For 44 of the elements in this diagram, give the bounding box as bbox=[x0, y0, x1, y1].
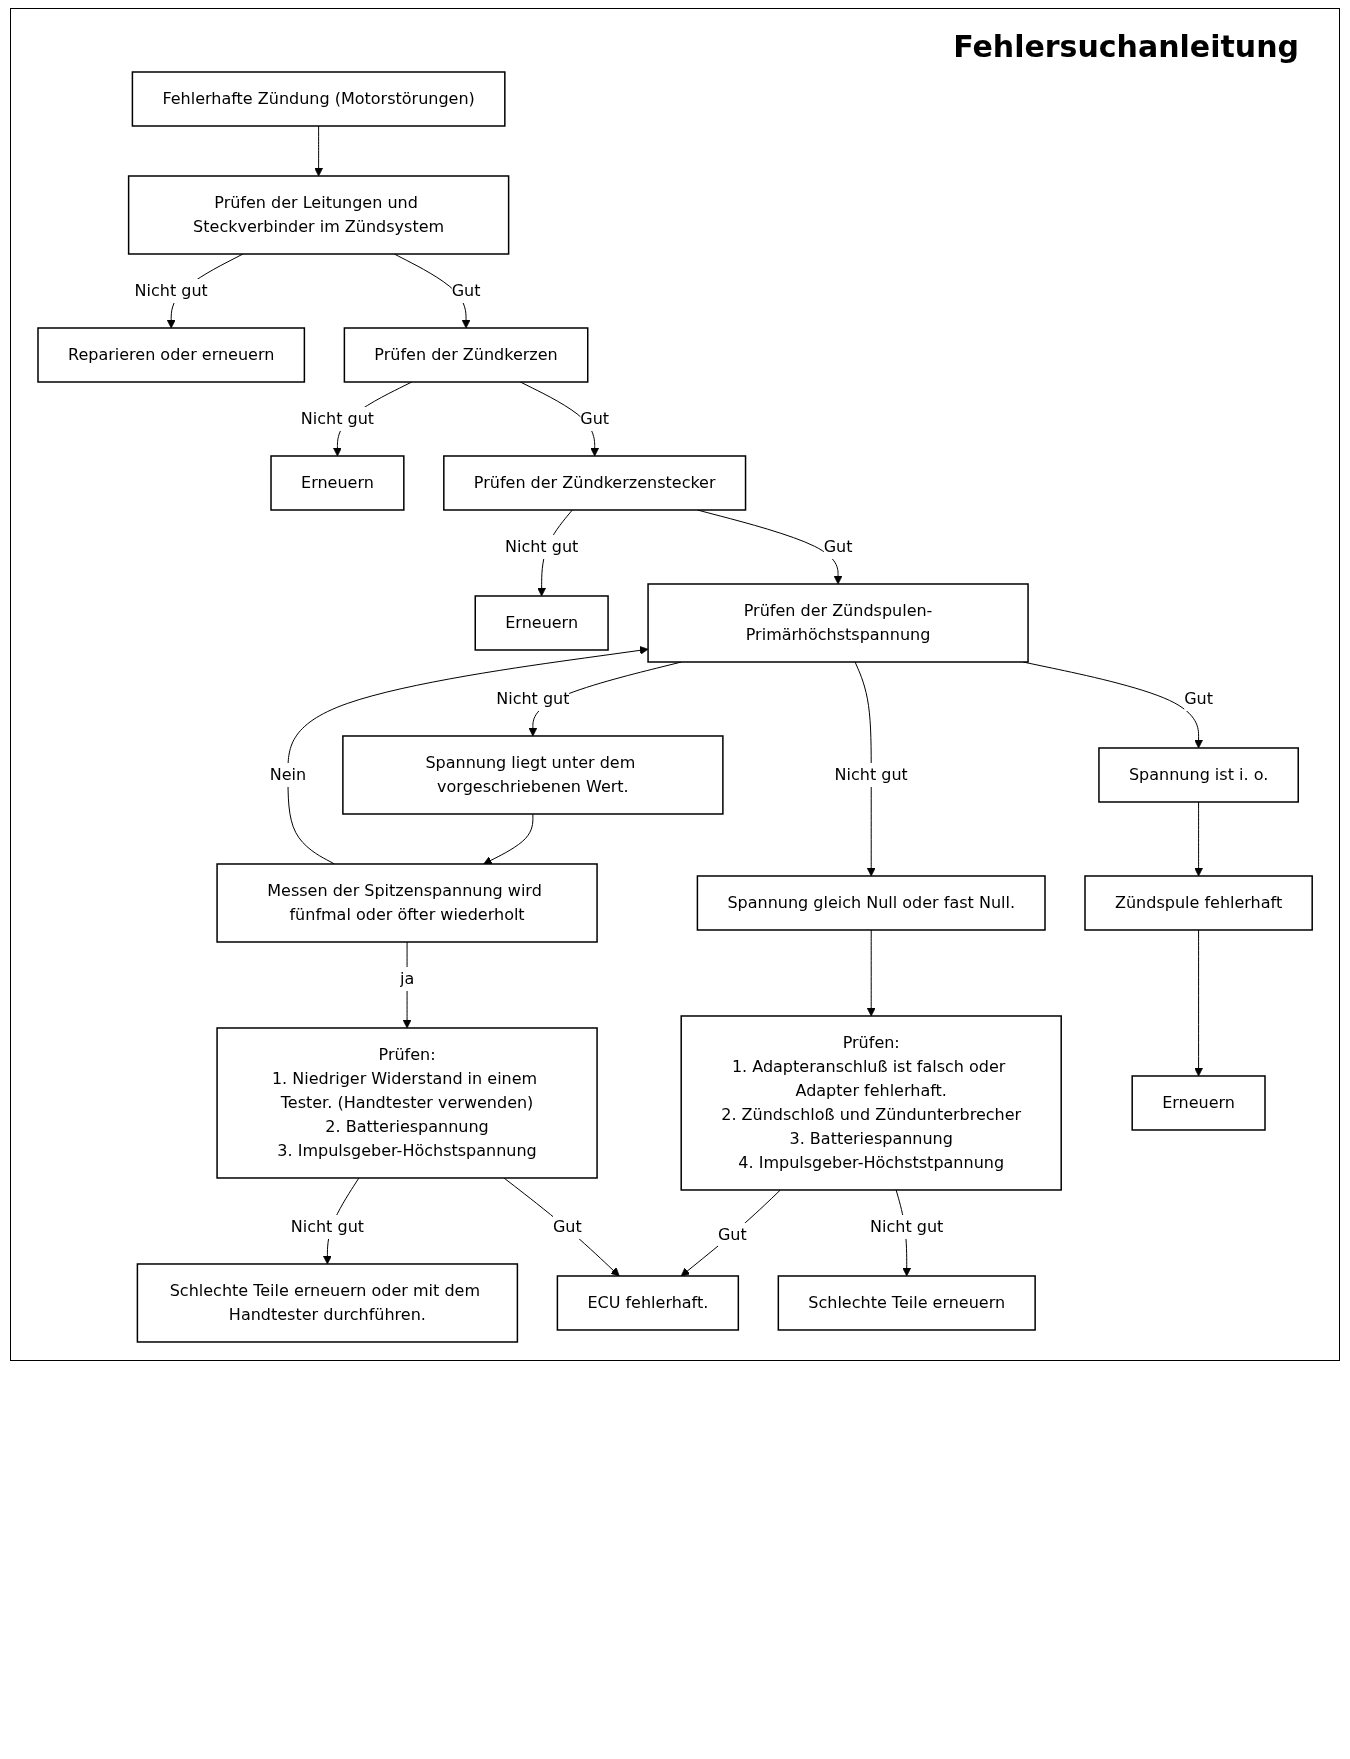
node-box: Prüfen: 1. Adapteranschluß ist falsch oder Adapter fehlerhaft. 2. Zündschloß und Zündunterbrecher 3. Batteriespannung 4. Impulsgeber-Höchststpannung bbox=[680, 1015, 1062, 1191]
node-box: Schlechte Teile erneuern oder mit dem Handtester durchführen. bbox=[136, 1263, 519, 1343]
edge-label: ja bbox=[399, 968, 415, 988]
node-box: ECU fehlerhaft. bbox=[556, 1275, 739, 1331]
edge-label: Gut bbox=[823, 536, 853, 556]
edge-label: Gut bbox=[717, 1224, 747, 1244]
arrow bbox=[483, 813, 534, 865]
node-box: Spannung ist i. o. bbox=[1098, 747, 1299, 803]
node-box: Spannung liegt unter dem vorgeschriebenen Wert. bbox=[342, 735, 724, 815]
node-box: Erneuern bbox=[1131, 1075, 1266, 1131]
node-box: Prüfen der Zündkerzenstecker bbox=[443, 455, 747, 511]
edge-label: Gut bbox=[552, 1216, 582, 1236]
diagram-title: Fehlersuchanleitung bbox=[952, 29, 1299, 64]
node-box: Reparieren oder erneuern bbox=[37, 327, 306, 383]
arrow bbox=[854, 661, 876, 877]
edge-label: Nicht gut bbox=[834, 764, 908, 784]
edge-label: Nicht gut bbox=[869, 1216, 944, 1236]
node-box: Erneuern bbox=[270, 455, 405, 511]
arrow bbox=[503, 1177, 620, 1277]
arrow bbox=[1194, 801, 1203, 877]
node-box: Prüfen: 1. Niedriger Widerstand in einem Tester. (Handtester verwenden) 2. Batteriespannung 3. Impulsgeber-Höchstspannung bbox=[216, 1027, 598, 1179]
edge-label: Gut bbox=[451, 281, 481, 300]
arrow bbox=[680, 1189, 781, 1277]
node-box: Fehlerhafte Zündung (Motorstörungen) bbox=[131, 71, 506, 127]
edge-label: Nicht gut bbox=[290, 1216, 364, 1236]
node-box: Prüfen der Zündkerzen bbox=[343, 327, 589, 383]
node-box: Schlechte Teile erneuern bbox=[777, 1275, 1036, 1331]
edge-label: Gut bbox=[580, 409, 609, 428]
edge-label: Gut bbox=[1184, 688, 1213, 708]
node-box: Prüfen der Zündspulen-Primärhöchstspannung bbox=[647, 583, 1029, 663]
edge-label: Nicht gut bbox=[134, 281, 208, 300]
node-box: Erneuern bbox=[474, 595, 609, 651]
node-box: Prüfen der Leitungen und Steckverbinder im Zündsystem bbox=[127, 175, 510, 255]
edge-label: Nein bbox=[269, 764, 307, 784]
edge-label: Nicht gut bbox=[496, 688, 570, 708]
node-box: Zündspule fehlerhaft bbox=[1084, 875, 1313, 931]
node-box: Spannung gleich Null oder fast Null. bbox=[696, 875, 1046, 931]
edge-label: Nicht gut bbox=[300, 409, 374, 428]
arrow bbox=[402, 941, 412, 1029]
node-box: Messen der Spitzenspannung wird fünfmal oder öfter wiederholt bbox=[216, 863, 598, 943]
arrow bbox=[314, 125, 323, 177]
edge-label: Nicht gut bbox=[504, 536, 579, 556]
arrow bbox=[1194, 929, 1203, 1077]
arrow bbox=[866, 929, 876, 1017]
